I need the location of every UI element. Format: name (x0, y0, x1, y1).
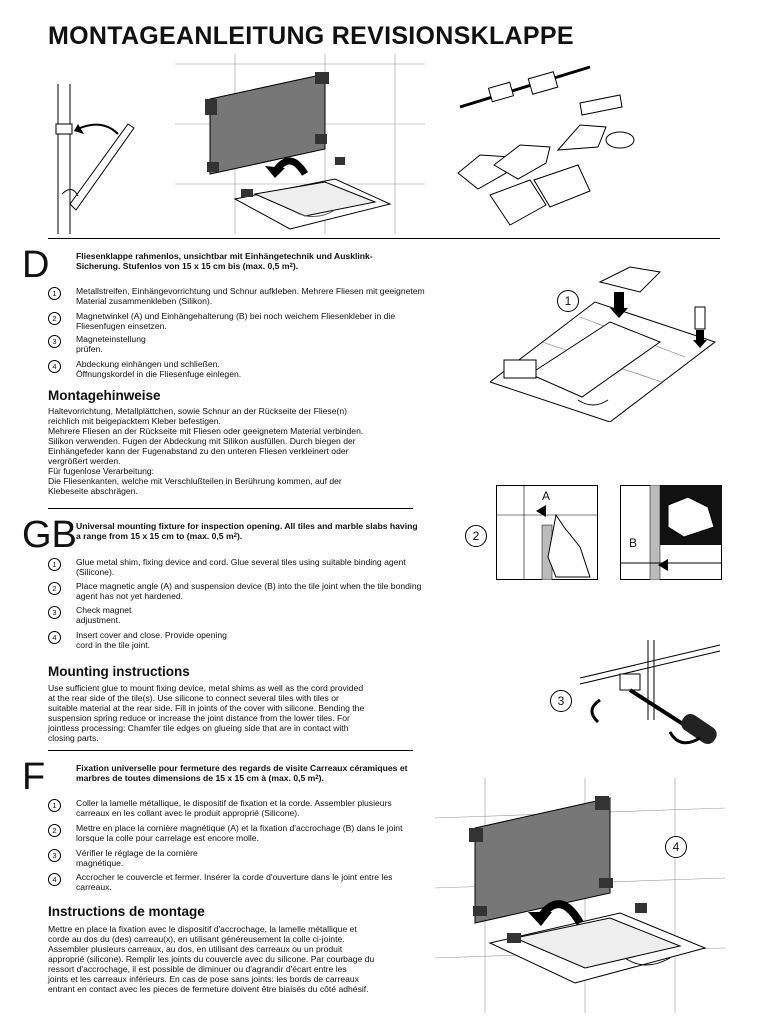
step-2a-illustration (496, 485, 598, 580)
intro-superscript: 2 (289, 263, 293, 269)
step-text: Place magnetic angle (A) and suspension … (76, 581, 422, 601)
section-body-d: Haltevorrichtung, Metallplättchen, sowie… (48, 406, 364, 496)
step-2b-illustration (620, 485, 722, 580)
wall-panel-illustration (175, 54, 425, 234)
step-1-illustration (490, 266, 717, 422)
step-text: Check magnet adjustment. (76, 605, 132, 625)
section-heading-d: Montagehinweise (48, 388, 161, 403)
section-intro-d: Fliesenklappe rahmenlos, unsichtbar mit … (76, 251, 376, 271)
step-text: Magneteinstellung prüfen. (76, 334, 146, 354)
step-text: Glue metal shim, fixing device and cord.… (76, 557, 406, 577)
step-4-illustration (435, 778, 725, 1013)
figure-label-a: A (542, 489, 551, 503)
step-number: 3 (48, 849, 61, 862)
intro-text: Universal mounting fixture for inspectio… (76, 521, 418, 541)
step-number: 4 (48, 360, 61, 373)
divider (48, 750, 413, 751)
section-body-gb: Use sufficient glue to mount fixing devi… (48, 683, 365, 743)
section-letter-f: F (22, 756, 46, 798)
step-number: 2 (48, 312, 61, 325)
figure-label-b: B (629, 536, 638, 550)
intro-superscript: 2 (315, 775, 319, 781)
step-number: 3 (48, 335, 61, 348)
intro-end: ). (318, 773, 324, 783)
step-text: Metallstreifen, Einhängevorrichtung und … (76, 286, 425, 306)
figure-number-3: 3 (550, 690, 572, 712)
step-text: Insert cover and close. Provide opening … (76, 630, 227, 650)
step-number: 1 (48, 558, 61, 571)
section-body-f: Mettre en place la fixation avec le disp… (48, 924, 375, 994)
divider (48, 508, 413, 509)
step-number: 2 (48, 824, 61, 837)
figure-number-1: 1 (557, 290, 579, 312)
intro-superscript: 2 (233, 533, 237, 539)
section-heading-gb: Mounting instructions (48, 664, 190, 679)
intro-end: ). (236, 531, 243, 541)
figure-number-2: 2 (465, 525, 487, 547)
figure-number-4: 4 (665, 836, 687, 858)
section-heading-f: Instructions de montage (48, 904, 205, 919)
step-text: Abdeckung einhängen und schließen. Öffnu… (76, 359, 242, 379)
step-number: 2 (48, 582, 61, 595)
section-intro-f: Fixation universelle pour fermeture des … (76, 763, 421, 783)
step-text: Magnetwinkel (A) und Einhängehalterung (… (76, 311, 396, 331)
intro-text: Fixation universelle pour fermeture des … (76, 763, 408, 783)
page-title: MONTAGEANLEITUNG REVISIONSKLAPPE (48, 22, 574, 50)
step-text: Accrocher le couvercle et fermer. Insére… (76, 872, 393, 892)
intro-end: ). (292, 261, 299, 271)
step-text: Vérifier le réglage de la cornière magné… (76, 848, 198, 868)
intro-text: Fliesenklappe rahmenlos, unsichtbar mit … (76, 251, 373, 271)
fixture-parts-illustration (457, 65, 635, 226)
step-3-illustration (579, 640, 721, 745)
step-number: 1 (48, 799, 61, 812)
divider (48, 238, 720, 239)
step-text: Coller la lamelle métallique, le disposi… (76, 798, 392, 818)
step-number: 4 (48, 631, 61, 644)
step-number: 3 (48, 606, 61, 619)
step-number: 1 (48, 287, 61, 300)
section-letter-d: D (22, 244, 50, 286)
step-text: Mettre en place la cornière magnétique (… (76, 823, 403, 843)
section-intro-gb: Universal mounting fixture for inspectio… (76, 521, 421, 541)
step-number: 4 (48, 873, 61, 886)
section-letter-gb: GB (22, 514, 77, 556)
hinge-detail-illustration (55, 84, 135, 234)
